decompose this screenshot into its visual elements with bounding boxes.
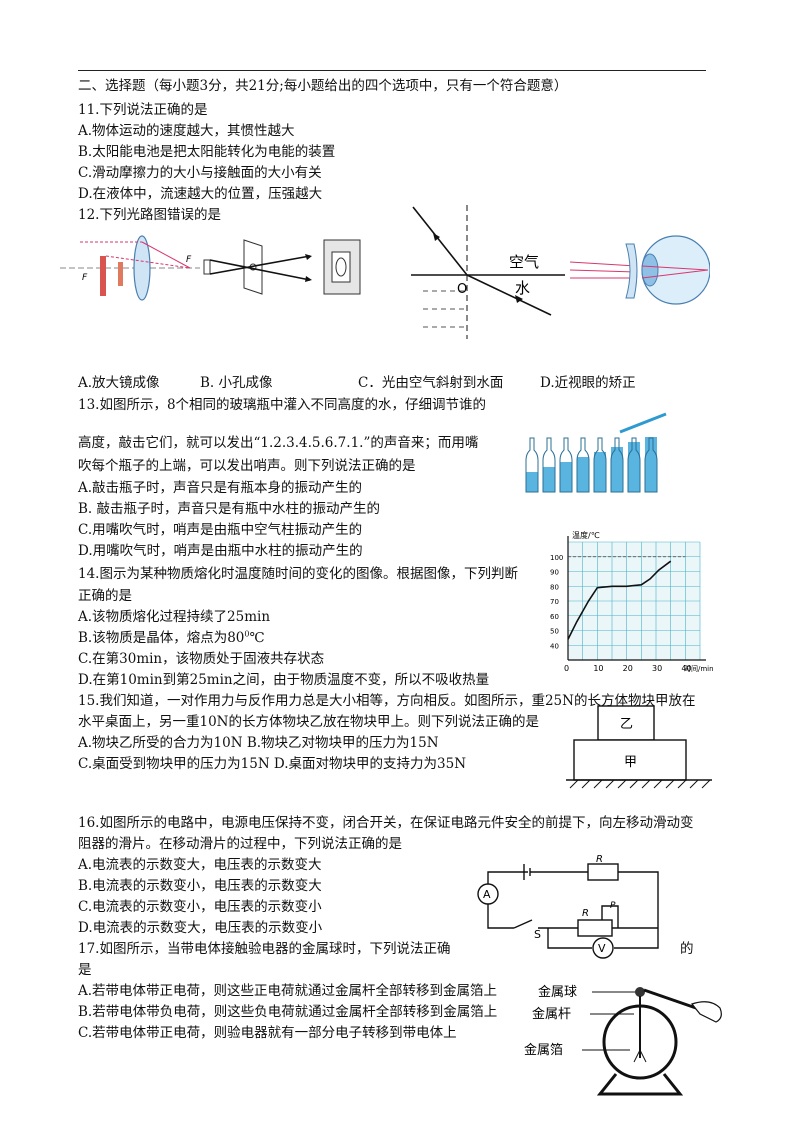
bottle <box>593 437 607 493</box>
x-tick-label: 20 <box>623 664 633 673</box>
magnifier-f-right: F <box>186 255 192 265</box>
q17-line2: 是 <box>78 962 92 978</box>
q13-option-d: D.用嘴吹气时，哨声是由瓶中水柱的振动产生的 <box>78 543 363 559</box>
magnifier-figure: F F <box>60 235 200 301</box>
q16-option-c: C.电流表的示数变小，电压表的示数变小 <box>78 899 322 915</box>
y-tick-label: 60 <box>550 613 559 621</box>
bottle <box>576 437 590 493</box>
blocks-figure: 乙 甲 <box>566 705 712 789</box>
q13-option-b: B. 敲击瓶子时，声音只是有瓶中水柱的振动产生的 <box>78 501 381 517</box>
series-line <box>567 560 672 640</box>
r2-label: R <box>582 908 589 919</box>
q12-option-b: B. 小孔成像 <box>200 375 273 391</box>
x-tick-label: 10 <box>593 664 603 673</box>
bottles-figure <box>525 412 667 493</box>
y-tick-label: 70 <box>550 598 559 606</box>
bottle <box>644 437 658 493</box>
bottle <box>525 437 539 493</box>
q14-option-d: D.在第10min到第25min之间，由于物质温度不变，所以不吸收热量 <box>78 672 490 688</box>
ammeter-label: A <box>483 888 491 901</box>
bottle <box>542 437 556 493</box>
myopia-figure <box>570 235 710 305</box>
q13-option-c: C.用嘴吹气时，哨声是由瓶中空气柱振动产生的 <box>78 522 363 538</box>
block-bottom-label: 甲 <box>624 755 637 770</box>
x-tick-label: 40 <box>681 664 691 673</box>
switch-label: S <box>534 928 541 941</box>
q12-option-d: D.近视眼的矫正 <box>540 375 636 391</box>
circuit-figure: A V R R P S <box>477 854 659 959</box>
top-rule <box>78 70 706 71</box>
electroscope-figure: 金属球 金属杆 金属箔 <box>524 984 722 1096</box>
bottle <box>559 437 573 493</box>
y-tick-label: 50 <box>550 628 559 636</box>
q13-line3: 吹每个瓶子的上端，可以发出哨声。则下列说法正确的是 <box>78 458 416 474</box>
rod-label: 金属杆 <box>532 1006 571 1022</box>
q17-option-a: A.若带电体带正电荷，则这些正电荷就通过金属杆全部转移到金属箔上 <box>78 983 498 999</box>
melting-chart: 0 10 20 30 40 40 50 60 70 80 90 100 温度/℃ 时间/min <box>550 530 714 673</box>
q14-line1: 14.图示为某种物质熔化时温度随时间的变化的图像。根据图像，下列判断 <box>78 566 518 582</box>
q11-option-b: B.太阳能电池是把太阳能转化为电能的装置 <box>78 144 336 160</box>
ball-label: 金属球 <box>538 984 577 1000</box>
foil-label: 金属箔 <box>524 1042 563 1058</box>
q15-options-row2: C.桌面受到物块甲的压力为15N D.桌面对物块甲的支持力为35N <box>78 756 467 772</box>
q17-option-b: B.若带电体带负电荷，则这些负电荷就通过金属杆全部转移到金属箔上 <box>78 1004 498 1020</box>
y-tick-label: 40 <box>550 642 559 650</box>
q14-option-b: B.该物质是晶体，熔点为800℃ <box>78 629 265 647</box>
q16-option-b: B.电流表的示数变小，电压表的示数变大 <box>78 878 322 894</box>
section-header: 二、选择题（每小题3分，共21分;每小题给出的四个选项中，只有一个符合题意） <box>78 78 568 94</box>
q16-option-d: D.电流表的示数变大，电压表的示数变小 <box>78 920 323 936</box>
q16-option-a: A.电流表的示数变大，电压表的示数变大 <box>78 857 322 873</box>
q13-option-a: A.敲击瓶子时，声音只是有瓶本身的振动产生的 <box>78 480 363 496</box>
q17-line1: 17.如图所示，当带电体接触验电器的金属球时，下列说法正确 <box>78 941 451 957</box>
x-axis-label: 时间/min <box>684 664 714 673</box>
q11-option-a: A.物体运动的速度越大，其惯性越大 <box>78 123 295 139</box>
bottle <box>627 437 641 493</box>
y-tick-label: 90 <box>550 569 559 577</box>
x-tick-label: 30 <box>652 664 662 673</box>
refraction-figure: 空气 O 水 <box>411 205 565 339</box>
q14-option-c: C.在第30min，该物质处于固液共存状态 <box>78 651 325 667</box>
q12-option-c: C．光由空气斜射到水面 <box>358 375 504 391</box>
water-label: 水 <box>515 279 530 297</box>
origin-label: O <box>457 282 467 297</box>
q15-line1: 15.我们知道，一对作用力与反作用力总是大小相等，方向相反。如图所示，重25N的… <box>78 693 696 709</box>
q14-line2: 正确的是 <box>78 588 132 604</box>
q12-option-a: A.放大镜成像 <box>78 375 160 391</box>
q13-line2: 高度，敲击它们，就可以发出“1.2.3.4.5.6.7.1.”的声音来；而用嘴 <box>78 435 479 451</box>
voltmeter-label: V <box>598 942 606 955</box>
q16-line2: 阻器的滑片。在移动滑片的过程中，下列说法正确的是 <box>78 836 402 852</box>
q11-option-d: D.在液体中，流速越大的位置，压强越大 <box>78 186 323 202</box>
q15-line2: 水平桌面上，另一重10N的长方体物块乙放在物块甲上。则下列说法正确的是 <box>78 714 539 730</box>
y-axis-label: 温度/℃ <box>572 530 600 540</box>
q15-options-row1: A.物块乙所受的合力为10N B.物块乙对物块甲的压力为15N <box>78 735 439 751</box>
q17-line1-end: 的 <box>680 941 694 957</box>
block-top-label: 乙 <box>620 717 633 732</box>
q14-option-b-text: B.该物质是晶体，熔点为80 <box>78 630 245 646</box>
bottle <box>610 437 624 493</box>
q14-option-a: A.该物质熔化过程持续了25min <box>78 609 271 625</box>
q11-option-c: C.滑动摩擦力的大小与接触面的大小有关 <box>78 165 322 181</box>
pinhole-figure <box>203 239 361 295</box>
q16-line1: 16.如图所示的电路中，电源电压保持不变，闭合开关，在保证电路元件安全的前提下，… <box>78 815 694 831</box>
p-label: P <box>610 901 616 911</box>
y-tick-label: 100 <box>550 554 563 562</box>
magnifier-f-left: F <box>82 273 88 283</box>
air-label: 空气 <box>509 253 539 271</box>
r1-label: R <box>596 854 603 865</box>
q14-option-b-unit: ℃ <box>249 630 265 646</box>
q12-stem: 12.下列光路图错误的是 <box>78 207 221 223</box>
q13-line1: 13.如图所示，8个相同的玻璃瓶中灌入不同高度的水，仔细调节谁的 <box>78 397 487 413</box>
x-tick-label: 0 <box>564 664 569 673</box>
q17-option-c: C.若带电体带正电荷，则验电器就有一部分电子转移到带电体上 <box>78 1025 457 1041</box>
q11-stem: 11.下列说法正确的是 <box>78 102 208 118</box>
y-tick-label: 80 <box>550 583 559 591</box>
